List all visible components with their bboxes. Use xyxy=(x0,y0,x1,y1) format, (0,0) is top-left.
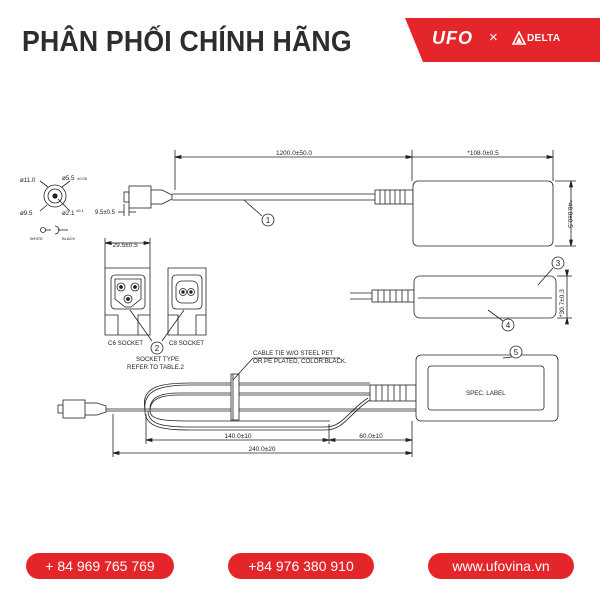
callout-3 xyxy=(551,256,565,270)
ufo-logo: UFO xyxy=(432,28,473,48)
dim-body-width: *46.0±0.5 xyxy=(566,200,573,228)
dim-body-length: *108.0±0.5 xyxy=(467,150,499,157)
plug-outer-diameter: ø11.0 xyxy=(20,177,36,184)
cable-tie xyxy=(230,373,240,421)
dim-body-height: *30.7±0.3 xyxy=(559,289,566,317)
adapter-body-side xyxy=(413,275,557,319)
dim-cable-length: 1200.0±50.0 xyxy=(276,150,312,157)
svg-text:±0.05: ±0.05 xyxy=(77,176,88,181)
spec-label-area xyxy=(427,365,545,411)
strain-relief-side xyxy=(371,289,415,303)
brand-banner xyxy=(405,18,600,62)
dc-plug-bottom xyxy=(57,399,107,419)
callout-1 xyxy=(261,213,275,227)
plug-barrel-diameter: ø9.5 xyxy=(20,210,33,217)
page-title: PHÂN PHỐI CHÍNH HÃNG xyxy=(22,26,352,58)
polarity-white: WHITE xyxy=(30,236,43,241)
dim-socket-width: *29.5±0.5 xyxy=(110,242,138,249)
phone-button-2[interactable]: +84 976 380 910 xyxy=(228,553,374,579)
adapter-body-top xyxy=(412,180,554,247)
socket-table-note: REFER TO TABLE.2 xyxy=(127,364,185,371)
delta-triangle-icon xyxy=(512,31,526,45)
dim-total-coil: 240.0±20 xyxy=(248,446,275,453)
svg-text:1: 1 xyxy=(266,216,271,225)
website-button[interactable]: www.ufovina.vn xyxy=(428,553,574,579)
strain-relief-top xyxy=(374,189,414,205)
svg-text:2: 2 xyxy=(155,344,160,353)
callout-2 xyxy=(150,341,164,355)
callout-5 xyxy=(509,345,523,359)
svg-text:±0.1: ±0.1 xyxy=(76,208,85,213)
c8-socket-label: C8 SOCKET xyxy=(169,340,204,347)
svg-text:3: 3 xyxy=(556,259,561,268)
dim-tie-right: 60.0±10 xyxy=(359,433,383,440)
plug-pin-diameter: ø2.1 xyxy=(62,210,75,217)
strain-relief-bottom xyxy=(369,384,417,402)
svg-text:4: 4 xyxy=(506,321,511,330)
dim-plug-length: 9.5±0.5 xyxy=(95,210,116,216)
dim-tie-left: 140.0±10 xyxy=(224,433,251,440)
plug-end-view: ø11.0 ø5.5 ±0.05 ø9.5 ø2.1 ±0.1 WHITE BL… xyxy=(20,175,88,241)
c8-socket xyxy=(167,267,207,336)
socket-type-note: SOCKET TYPE xyxy=(136,356,179,363)
dc-plug-top xyxy=(123,185,173,209)
c6-socket-label: C6 SOCKET xyxy=(108,340,143,347)
phone-button-1[interactable]: + 84 969 765 769 xyxy=(26,553,174,579)
delta-logo: DELTA xyxy=(527,33,561,44)
callout-4 xyxy=(501,318,515,332)
cable-tie-note-1: CABLE TIE W/O STEEL PET xyxy=(253,350,334,357)
cable-tie-note-2: OR PE PLATED, COLOR:BLACK. xyxy=(253,358,347,365)
c6-socket xyxy=(104,267,151,336)
brand-separator: × xyxy=(489,29,498,46)
adapter-body-bottom xyxy=(415,354,559,422)
plug-inner-diameter: ø5.5 xyxy=(62,175,75,182)
svg-text:5: 5 xyxy=(514,348,519,357)
spec-label-text: SPEC. LABEL xyxy=(466,390,506,397)
polarity-black: BLACK xyxy=(62,236,75,241)
